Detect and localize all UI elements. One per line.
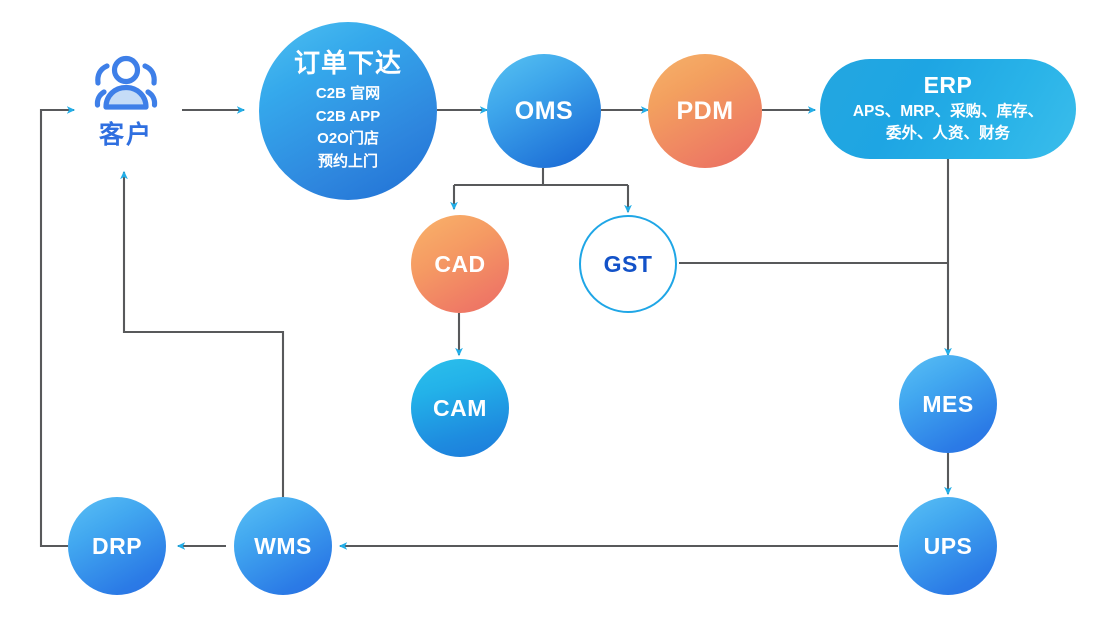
node-customer-label: 客户 (98, 121, 153, 149)
node-order-item: C2B 官网 (315, 85, 381, 103)
node-customer[interactable]: 客户 (78, 52, 174, 160)
node-order-item: 预约上门 (317, 152, 378, 170)
node-pdm[interactable]: PDM (648, 54, 762, 168)
node-gst[interactable]: GST (579, 215, 677, 313)
node-gst-label: GST (603, 250, 653, 277)
node-order-placement[interactable]: 订单下达 C2B 官网 C2B APP O2O门店 预约上门 (259, 22, 437, 200)
node-erp-items: APS、MRP、采购、库存、 委外、人资、财务 (853, 101, 1043, 146)
node-mes[interactable]: MES (899, 355, 997, 453)
node-ups-label: UPS (923, 532, 973, 559)
edge-wms-to-customer (120, 170, 285, 497)
node-erp-title: ERP (923, 72, 973, 99)
node-order-item: C2B APP (315, 107, 381, 125)
node-erp-item: APS、MRP、采购、库存、 (852, 102, 1044, 120)
node-ups[interactable]: UPS (899, 497, 997, 595)
users-group-icon (94, 55, 158, 110)
node-order-items: C2B 官网 C2B APP O2O门店 预约上门 (316, 83, 380, 173)
node-wms-label: WMS (254, 532, 312, 559)
edge-drp-to-customer (39, 106, 76, 548)
node-oms[interactable]: OMS (487, 54, 601, 168)
edge-oms-branch-trunk (454, 168, 628, 187)
node-erp[interactable]: ERP APS、MRP、采购、库存、 委外、人资、财务 (820, 59, 1076, 159)
node-order-item: O2O门店 (317, 130, 379, 148)
node-mes-label: MES (922, 390, 974, 417)
node-wms[interactable]: WMS (234, 497, 332, 595)
node-drp-label: DRP (91, 532, 143, 559)
node-cam-label: CAM (433, 394, 487, 421)
node-pdm-label: PDM (676, 96, 734, 125)
node-oms-label: OMS (514, 96, 574, 125)
node-drp[interactable]: DRP (68, 497, 166, 595)
node-cad[interactable]: CAD (411, 215, 509, 313)
node-erp-item: 委外、人资、财务 (885, 125, 1010, 143)
node-order-title: 订单下达 (293, 47, 402, 78)
node-cam[interactable]: CAM (411, 359, 509, 457)
node-cad-label: CAD (434, 250, 486, 277)
